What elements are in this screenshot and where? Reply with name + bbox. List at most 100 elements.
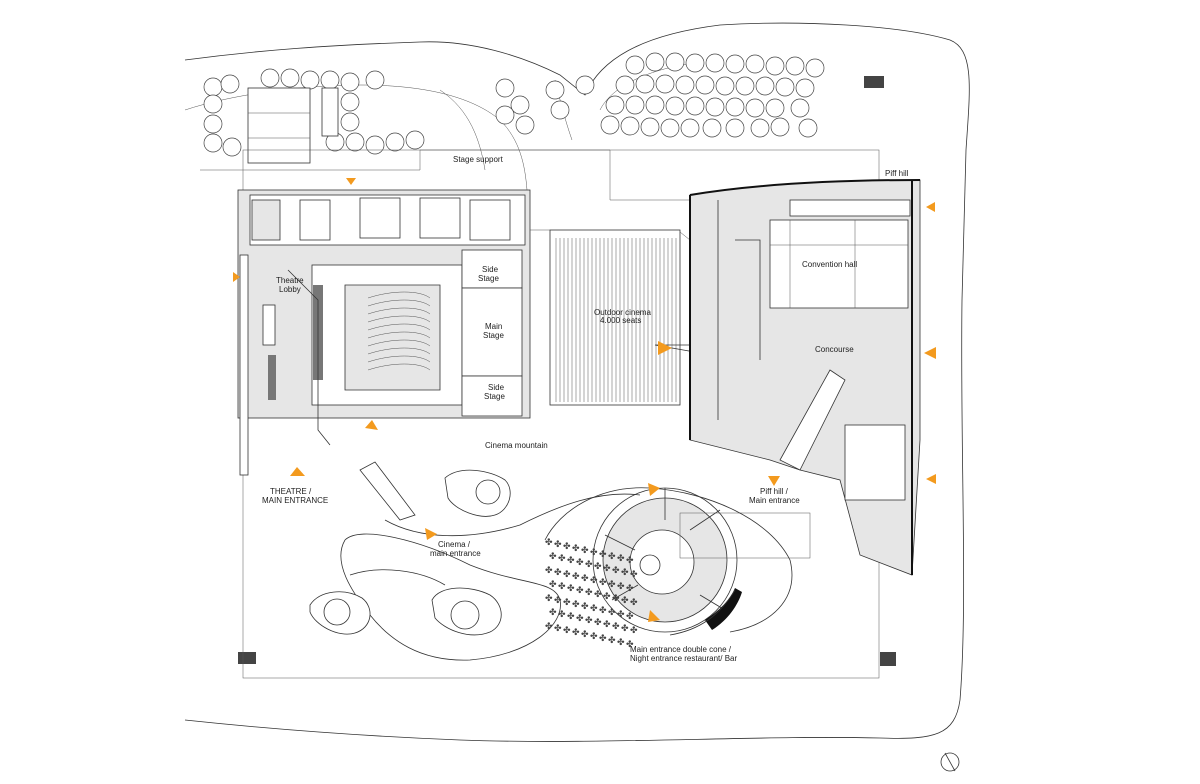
plaza-seat: ✤ xyxy=(545,594,553,604)
label-double-cone-1: Main entrance double cone / xyxy=(630,645,732,654)
plaza-seat: ✤ xyxy=(549,580,557,590)
plaza-seat: ✤ xyxy=(563,598,571,608)
plaza-seat: ✤ xyxy=(572,572,580,582)
tree-cluster-right xyxy=(600,52,825,138)
plaza-seat: ✤ xyxy=(545,566,553,576)
plaza-seat: ✤ xyxy=(608,552,616,562)
plaza-seat: ✤ xyxy=(581,546,589,556)
plaza-seat: ✤ xyxy=(554,540,562,550)
plaza-seat: ✤ xyxy=(558,610,566,620)
label-side-stage-bottom-1: Side xyxy=(488,383,505,392)
plaza-seat: ✤ xyxy=(603,564,611,574)
entrance-arrow-icon xyxy=(365,420,378,430)
plaza-seat: ✤ xyxy=(608,580,616,590)
plaza-seat: ✤ xyxy=(567,556,575,566)
plaza-seat: ✤ xyxy=(594,618,602,628)
entrance-arrow-icon xyxy=(346,178,356,185)
plaza-seat: ✤ xyxy=(621,624,629,634)
label-main-stage-2: Stage xyxy=(483,331,504,340)
plaza-seat: ✤ xyxy=(612,566,620,576)
plaza-seat: ✤ xyxy=(630,598,638,608)
plaza-seat: ✤ xyxy=(617,582,625,592)
plaza-seating: ✤✤✤✤✤✤✤✤✤✤✤✤✤✤✤✤✤✤✤✤✤✤✤✤✤✤✤✤✤✤✤✤✤✤✤✤✤✤✤✤… xyxy=(545,538,638,650)
plaza-seat: ✤ xyxy=(626,612,634,622)
plaza-seat: ✤ xyxy=(545,622,553,632)
entrance-arrow-icon xyxy=(926,202,935,212)
plaza-seat: ✤ xyxy=(581,574,589,584)
plaza-seat: ✤ xyxy=(603,620,611,630)
plaza-seat: ✤ xyxy=(608,636,616,646)
plaza-seat: ✤ xyxy=(599,606,607,616)
label-concourse: Concourse xyxy=(815,345,854,354)
label-piff-hill-entrance-2: Main entrance xyxy=(749,496,800,505)
plaza-seat: ✤ xyxy=(621,568,629,578)
stair-marker-bottom-right xyxy=(880,652,896,666)
tree-cluster-left xyxy=(203,68,595,164)
plaza-seat: ✤ xyxy=(567,612,575,622)
plaza-seat: ✤ xyxy=(626,584,634,594)
plaza-seat: ✤ xyxy=(572,628,580,638)
label-piff-hill-entrance-1: Piff hill / xyxy=(760,487,789,496)
label-theatre-lobby-2: Lobby xyxy=(279,285,301,294)
label-side-stage-top-2: Stage xyxy=(478,274,499,283)
plaza-seat: ✤ xyxy=(576,586,584,596)
plaza-seat: ✤ xyxy=(617,554,625,564)
label-main-stage-1: Main xyxy=(485,322,502,331)
plaza-seat: ✤ xyxy=(626,640,634,650)
plaza-seat: ✤ xyxy=(590,548,598,558)
plaza-seat: ✤ xyxy=(563,626,571,636)
plaza-seat: ✤ xyxy=(612,622,620,632)
label-side-stage-bottom-2: Stage xyxy=(484,392,505,401)
plaza-seat: ✤ xyxy=(549,552,557,562)
plaza-seat: ✤ xyxy=(599,550,607,560)
entrance-arrow-icon xyxy=(648,610,660,622)
plaza-seat: ✤ xyxy=(594,562,602,572)
label-theatre-entrance-2: MAIN ENTRANCE xyxy=(262,496,328,505)
entrance-arrows xyxy=(233,178,936,622)
plaza-seat: ✤ xyxy=(567,584,575,594)
entrance-arrow-icon xyxy=(233,272,240,282)
label-cinema-entrance-1: Cinema / xyxy=(438,540,471,549)
north-arrow-icon xyxy=(940,752,960,772)
label-side-stage-top-1: Side xyxy=(482,265,499,274)
plaza-seat: ✤ xyxy=(626,556,634,566)
entrance-arrow-icon xyxy=(768,476,780,486)
plaza-seat: ✤ xyxy=(599,634,607,644)
plaza-seat: ✤ xyxy=(549,608,557,618)
label-cinema-mountain: Cinema mountain xyxy=(485,441,548,450)
plaza-seat: ✤ xyxy=(612,594,620,604)
label-theatre-entrance-1: THEATRE / xyxy=(270,487,312,496)
label-outdoor-cinema-2: 4.000 seats xyxy=(600,316,641,325)
label-convention-hall: Convention hall xyxy=(802,260,857,269)
plaza-seat: ✤ xyxy=(585,588,593,598)
plaza-seat: ✤ xyxy=(576,558,584,568)
label-theatre-lobby-1: Theatre xyxy=(276,276,304,285)
plaza-seat: ✤ xyxy=(590,632,598,642)
plaza-pavilions xyxy=(309,461,793,661)
label-piff-hill-top: Piff hill xyxy=(885,169,909,178)
theatre-building xyxy=(237,189,531,476)
label-cinema-entrance-2: main entrance xyxy=(430,549,481,558)
plaza-seat: ✤ xyxy=(563,542,571,552)
plaza-seat: ✤ xyxy=(563,570,571,580)
plaza-seat: ✤ xyxy=(608,608,616,618)
plaza-seat: ✤ xyxy=(581,630,589,640)
plaza-seat: ✤ xyxy=(590,604,598,614)
entrance-arrow-icon xyxy=(658,341,672,355)
plaza-seat: ✤ xyxy=(572,544,580,554)
outdoor-cinema-seating xyxy=(530,229,741,406)
plaza-seat: ✤ xyxy=(558,554,566,564)
plaza-seat: ✤ xyxy=(621,596,629,606)
plaza-seat: ✤ xyxy=(599,578,607,588)
stair-marker-bottom-left xyxy=(238,652,256,664)
plaza-seat: ✤ xyxy=(554,568,562,578)
plaza-seat: ✤ xyxy=(585,560,593,570)
plaza-seat: ✤ xyxy=(554,624,562,634)
piff-hill-building xyxy=(689,179,921,576)
plaza-seat: ✤ xyxy=(630,570,638,580)
entrance-arrow-icon xyxy=(924,347,936,359)
plaza-seat: ✤ xyxy=(545,538,553,548)
entrance-arrow-icon xyxy=(648,483,660,496)
plaza-seat: ✤ xyxy=(603,592,611,602)
